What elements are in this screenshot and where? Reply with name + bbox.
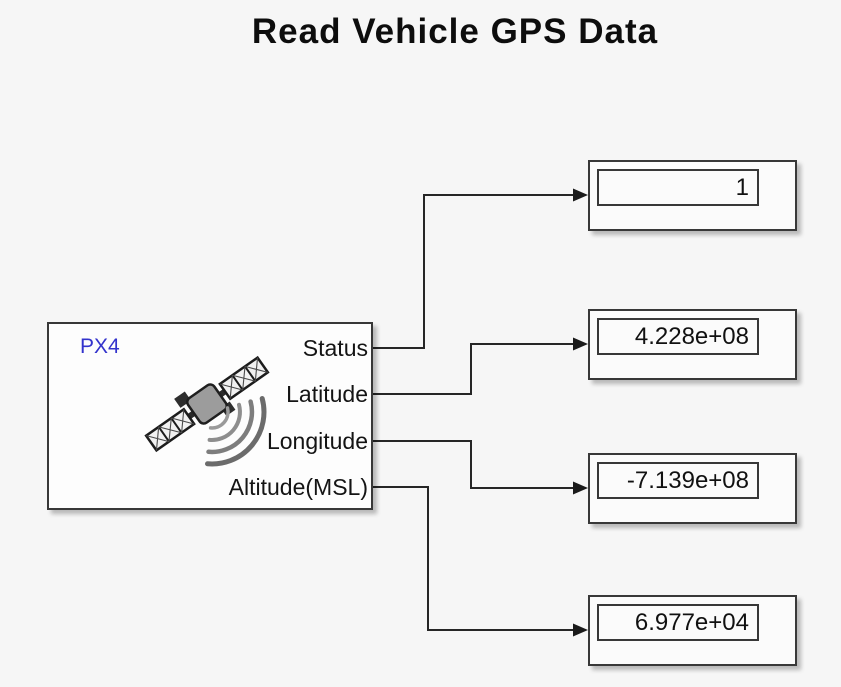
wire-altitude-arrowhead-icon bbox=[573, 623, 588, 637]
display-value-box: -7.139e+08 bbox=[597, 462, 759, 499]
wire-longitude-arrowhead-icon bbox=[573, 481, 588, 495]
wire-status-arrowhead-icon bbox=[573, 188, 588, 202]
output-port-label-longitude: Longitude bbox=[266, 428, 368, 454]
display-value-latitude: 4.228e+08 bbox=[634, 323, 749, 350]
display-block-status[interactable]: 1 bbox=[588, 160, 797, 231]
output-port-label-status: Status bbox=[302, 335, 368, 361]
wire-longitude[interactable] bbox=[373, 440, 574, 489]
display-value-box: 4.228e+08 bbox=[597, 318, 759, 355]
display-block-longitude[interactable]: -7.139e+08 bbox=[588, 453, 797, 524]
display-value-status: 1 bbox=[735, 174, 749, 201]
wire-altitude[interactable] bbox=[373, 486, 574, 631]
output-port-label-latitude: Latitude bbox=[286, 381, 368, 407]
display-value-altitude: 6.977e+04 bbox=[634, 609, 749, 636]
px4-read-gps-block[interactable]: PX4 bbox=[47, 322, 373, 510]
wire-latitude[interactable] bbox=[373, 343, 574, 395]
display-block-altitude[interactable]: 6.977e+04 bbox=[588, 595, 797, 666]
px4-block-label: PX4 bbox=[80, 335, 120, 358]
display-block-latitude[interactable]: 4.228e+08 bbox=[588, 309, 797, 380]
display-value-box: 1 bbox=[597, 169, 759, 206]
display-value-longitude: -7.139e+08 bbox=[626, 467, 749, 494]
diagram-title-annotation[interactable]: Read Vehicle GPS Data bbox=[251, 12, 659, 51]
satellite-icon bbox=[144, 355, 270, 467]
wire-latitude-arrowhead-icon bbox=[573, 337, 588, 351]
output-port-label-altitude: Altitude(MSL) bbox=[228, 474, 368, 500]
display-value-box: 6.977e+04 bbox=[597, 604, 759, 641]
wire-status[interactable] bbox=[373, 194, 574, 349]
